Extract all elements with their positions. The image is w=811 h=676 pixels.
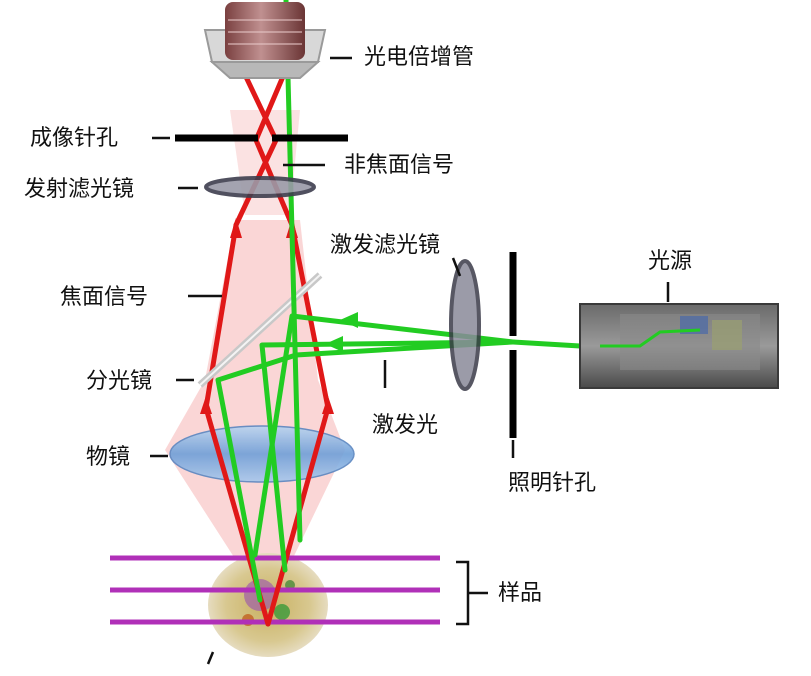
- label-objective: 物镜: [86, 445, 130, 470]
- label-illumination-pinhole: 照明针孔: [508, 471, 596, 496]
- label-focal-signal: 焦面信号: [60, 285, 148, 310]
- excitation-filter-lens: [449, 259, 481, 391]
- excitation-beams: [215, 0, 583, 603]
- label-beam-splitter: 分光镜: [86, 369, 152, 394]
- label-pmt: 光电倍增管: [364, 45, 474, 70]
- label-excitation-light: 激发光: [372, 413, 438, 438]
- label-imaging-pinhole: 成像针孔: [30, 126, 118, 151]
- leader-lines: [150, 56, 670, 665]
- label-excitation-filter: 激发滤光镜: [330, 233, 440, 258]
- label-sample: 样品: [498, 581, 542, 606]
- excitation-arrows: [325, 312, 358, 352]
- photomultiplier-tube: [203, 2, 327, 79]
- objective-lens: [169, 425, 355, 483]
- emission-filter-lens: [204, 176, 316, 198]
- label-light-source: 光源: [648, 249, 692, 274]
- light-source-device: [579, 303, 779, 389]
- label-out-of-focus-signal: 非焦面信号: [344, 153, 454, 178]
- label-emission-filter: 发射滤光镜: [24, 177, 134, 202]
